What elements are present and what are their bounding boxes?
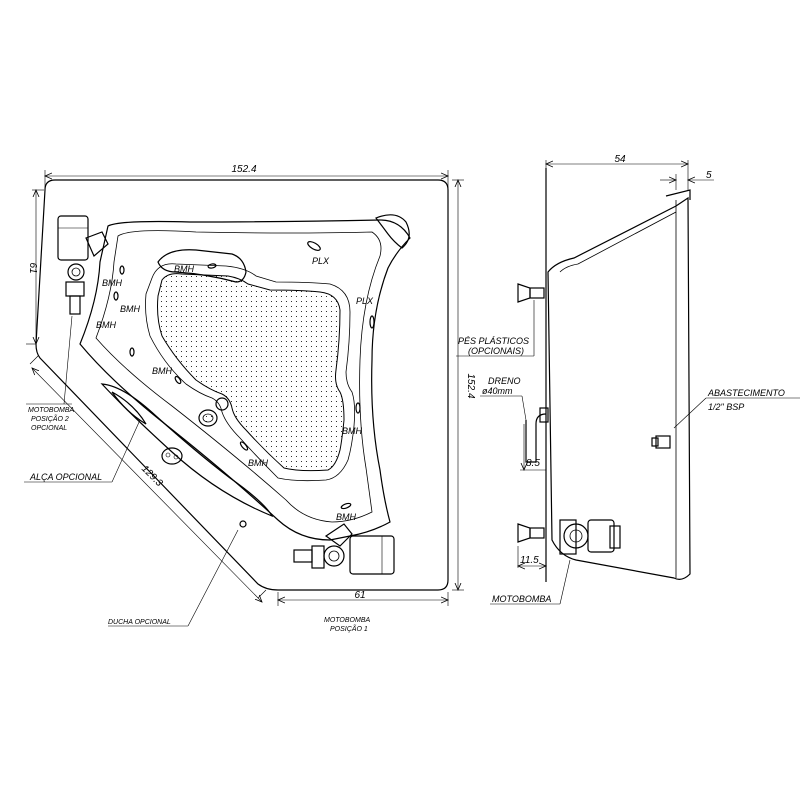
label-ducha: DUCHA OPCIONAL	[108, 619, 171, 626]
label-dreno-l1: DRENO	[488, 376, 521, 386]
label-pes-l2: (OPCIONAIS)	[468, 346, 524, 356]
dim-bottom: 61	[354, 590, 365, 601]
dim-left: 61	[27, 262, 38, 273]
label-bmh: BMH	[248, 458, 269, 468]
label-motobomba-pos2-l3: OPCIONAL	[31, 425, 67, 432]
foot-lower	[517, 523, 545, 543]
dim-foot: 11.5	[520, 555, 539, 566]
drain	[198, 397, 229, 427]
pump-position-1	[293, 523, 395, 575]
label-pes-l1: PÉS PLÁSTICOS	[458, 336, 529, 346]
label-plx: PLX	[356, 296, 374, 306]
label-bmh: BMH	[174, 264, 195, 274]
dim-side-depth: 54	[614, 154, 626, 165]
top-view: 152.4 152.4 61 61 129.3 MOTOBOMBA POSIÇÃ…	[24, 164, 476, 633]
label-bmh: BMH	[96, 320, 117, 330]
rim-top	[665, 189, 691, 200]
dim-width: 152.4	[231, 164, 256, 175]
foot-upper	[517, 283, 545, 303]
label-motobomba-pos1-l1: MOTOBOMBA	[324, 617, 370, 624]
shower-hole	[239, 520, 247, 528]
drain-side	[525, 407, 549, 463]
tub-body	[547, 196, 691, 580]
pump-position-2	[57, 215, 109, 315]
control-button	[161, 447, 183, 465]
label-plx: PLX	[312, 256, 330, 266]
label-dreno-l2: ø40mm	[482, 386, 513, 396]
label-bmh: BMH	[120, 304, 141, 314]
label-abastecimento-l2: 1/2" BSP	[708, 402, 744, 412]
dim-depth: 152.4	[465, 373, 476, 398]
dim-diagonal: 129.3	[139, 463, 165, 489]
side-view: 54 5 PÉS PLÁSTICOS (OPCIONAIS) DRENO ø40…	[456, 154, 800, 605]
label-abastecimento-l1: ABASTECIMENTO	[707, 388, 785, 398]
label-motobomba-pos1-l2: POSIÇÃO 1	[330, 624, 368, 633]
label-motobomba-side: MOTOBOMBA	[492, 594, 551, 604]
supply-fitting	[651, 435, 671, 449]
label-motobomba-pos2-l1: MOTOBOMBA	[28, 407, 74, 414]
tub-inner	[559, 211, 677, 273]
label-bmh: BMH	[152, 366, 173, 376]
label-bmh: BMH	[336, 512, 357, 522]
label-alca: ALÇA OPCIONAL	[29, 472, 102, 482]
dim-rim: 5	[706, 170, 712, 181]
groove-small	[111, 391, 147, 425]
dim-drain: 8.5	[526, 458, 540, 469]
label-motobomba-pos2-l2: POSIÇÃO 2	[31, 414, 69, 423]
headrest	[157, 249, 247, 283]
label-bmh: BMH	[102, 278, 123, 288]
tub-outline	[35, 179, 449, 591]
label-bmh: BMH	[342, 426, 363, 436]
pump-side	[559, 519, 621, 555]
armrest	[375, 214, 410, 249]
